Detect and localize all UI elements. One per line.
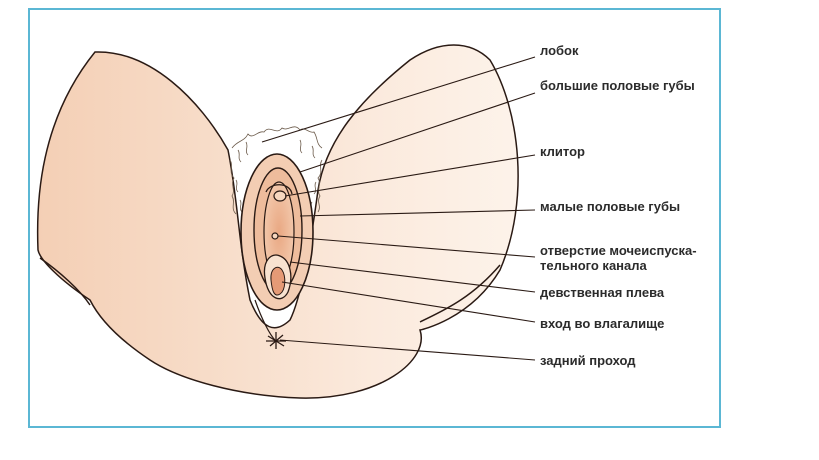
pubic-hair — [229, 126, 323, 215]
figure-frame — [28, 8, 721, 428]
label-hymen: девственная плева — [540, 285, 665, 300]
label-urethra-line1: отверстие мочеиспуска- — [540, 243, 697, 258]
label-pubis: лобок — [540, 43, 579, 58]
urethra-shape — [271, 232, 279, 240]
clitoris-shape — [273, 190, 287, 202]
leader-lines — [261, 56, 536, 361]
label-labia-minora: малые половые губы — [540, 199, 681, 214]
body-silhouette — [36, 44, 519, 399]
label-anus: задний проход — [540, 353, 636, 368]
anus-shape — [266, 332, 286, 349]
vaginal-opening-shape — [270, 266, 286, 296]
label-urethra: отверстие мочеиспуска- тельного канала — [540, 243, 697, 273]
label-urethra-line2: тельного канала — [540, 258, 647, 273]
label-vagina: вход во влагалище — [540, 316, 665, 331]
label-clitoris: клитор — [540, 144, 585, 159]
label-labia-majora: большие половые губы — [540, 78, 695, 93]
